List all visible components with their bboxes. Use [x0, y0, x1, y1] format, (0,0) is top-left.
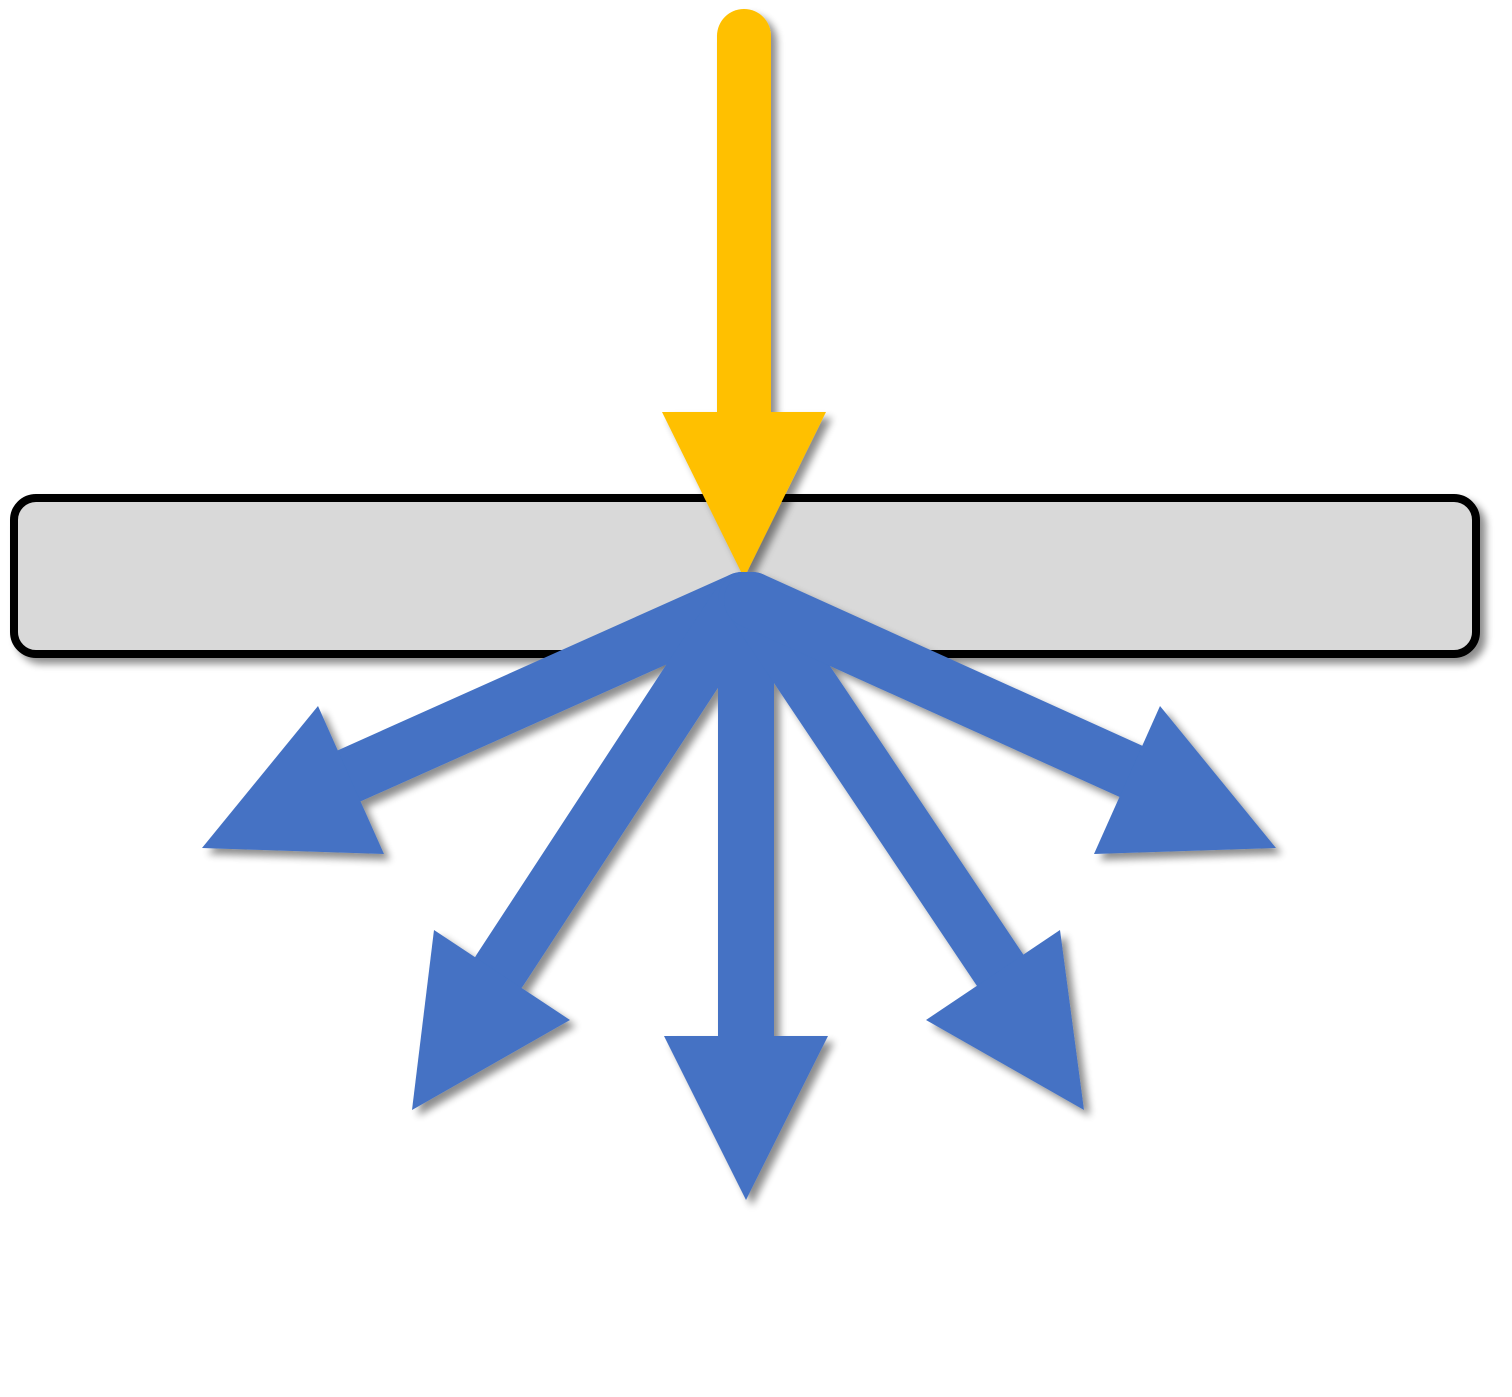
- scattered-rays: [202, 572, 1276, 1200]
- scattered-ray-far-left-arrow: [202, 572, 770, 854]
- scattered-ray-right-arrow: [724, 572, 1084, 1110]
- incident-ray-arrow: [662, 9, 826, 578]
- scattered-ray-far-right-arrow: [724, 572, 1276, 854]
- scattered-ray-left-arrow: [412, 572, 770, 1110]
- scattered-ray-center-arrow: [664, 572, 828, 1200]
